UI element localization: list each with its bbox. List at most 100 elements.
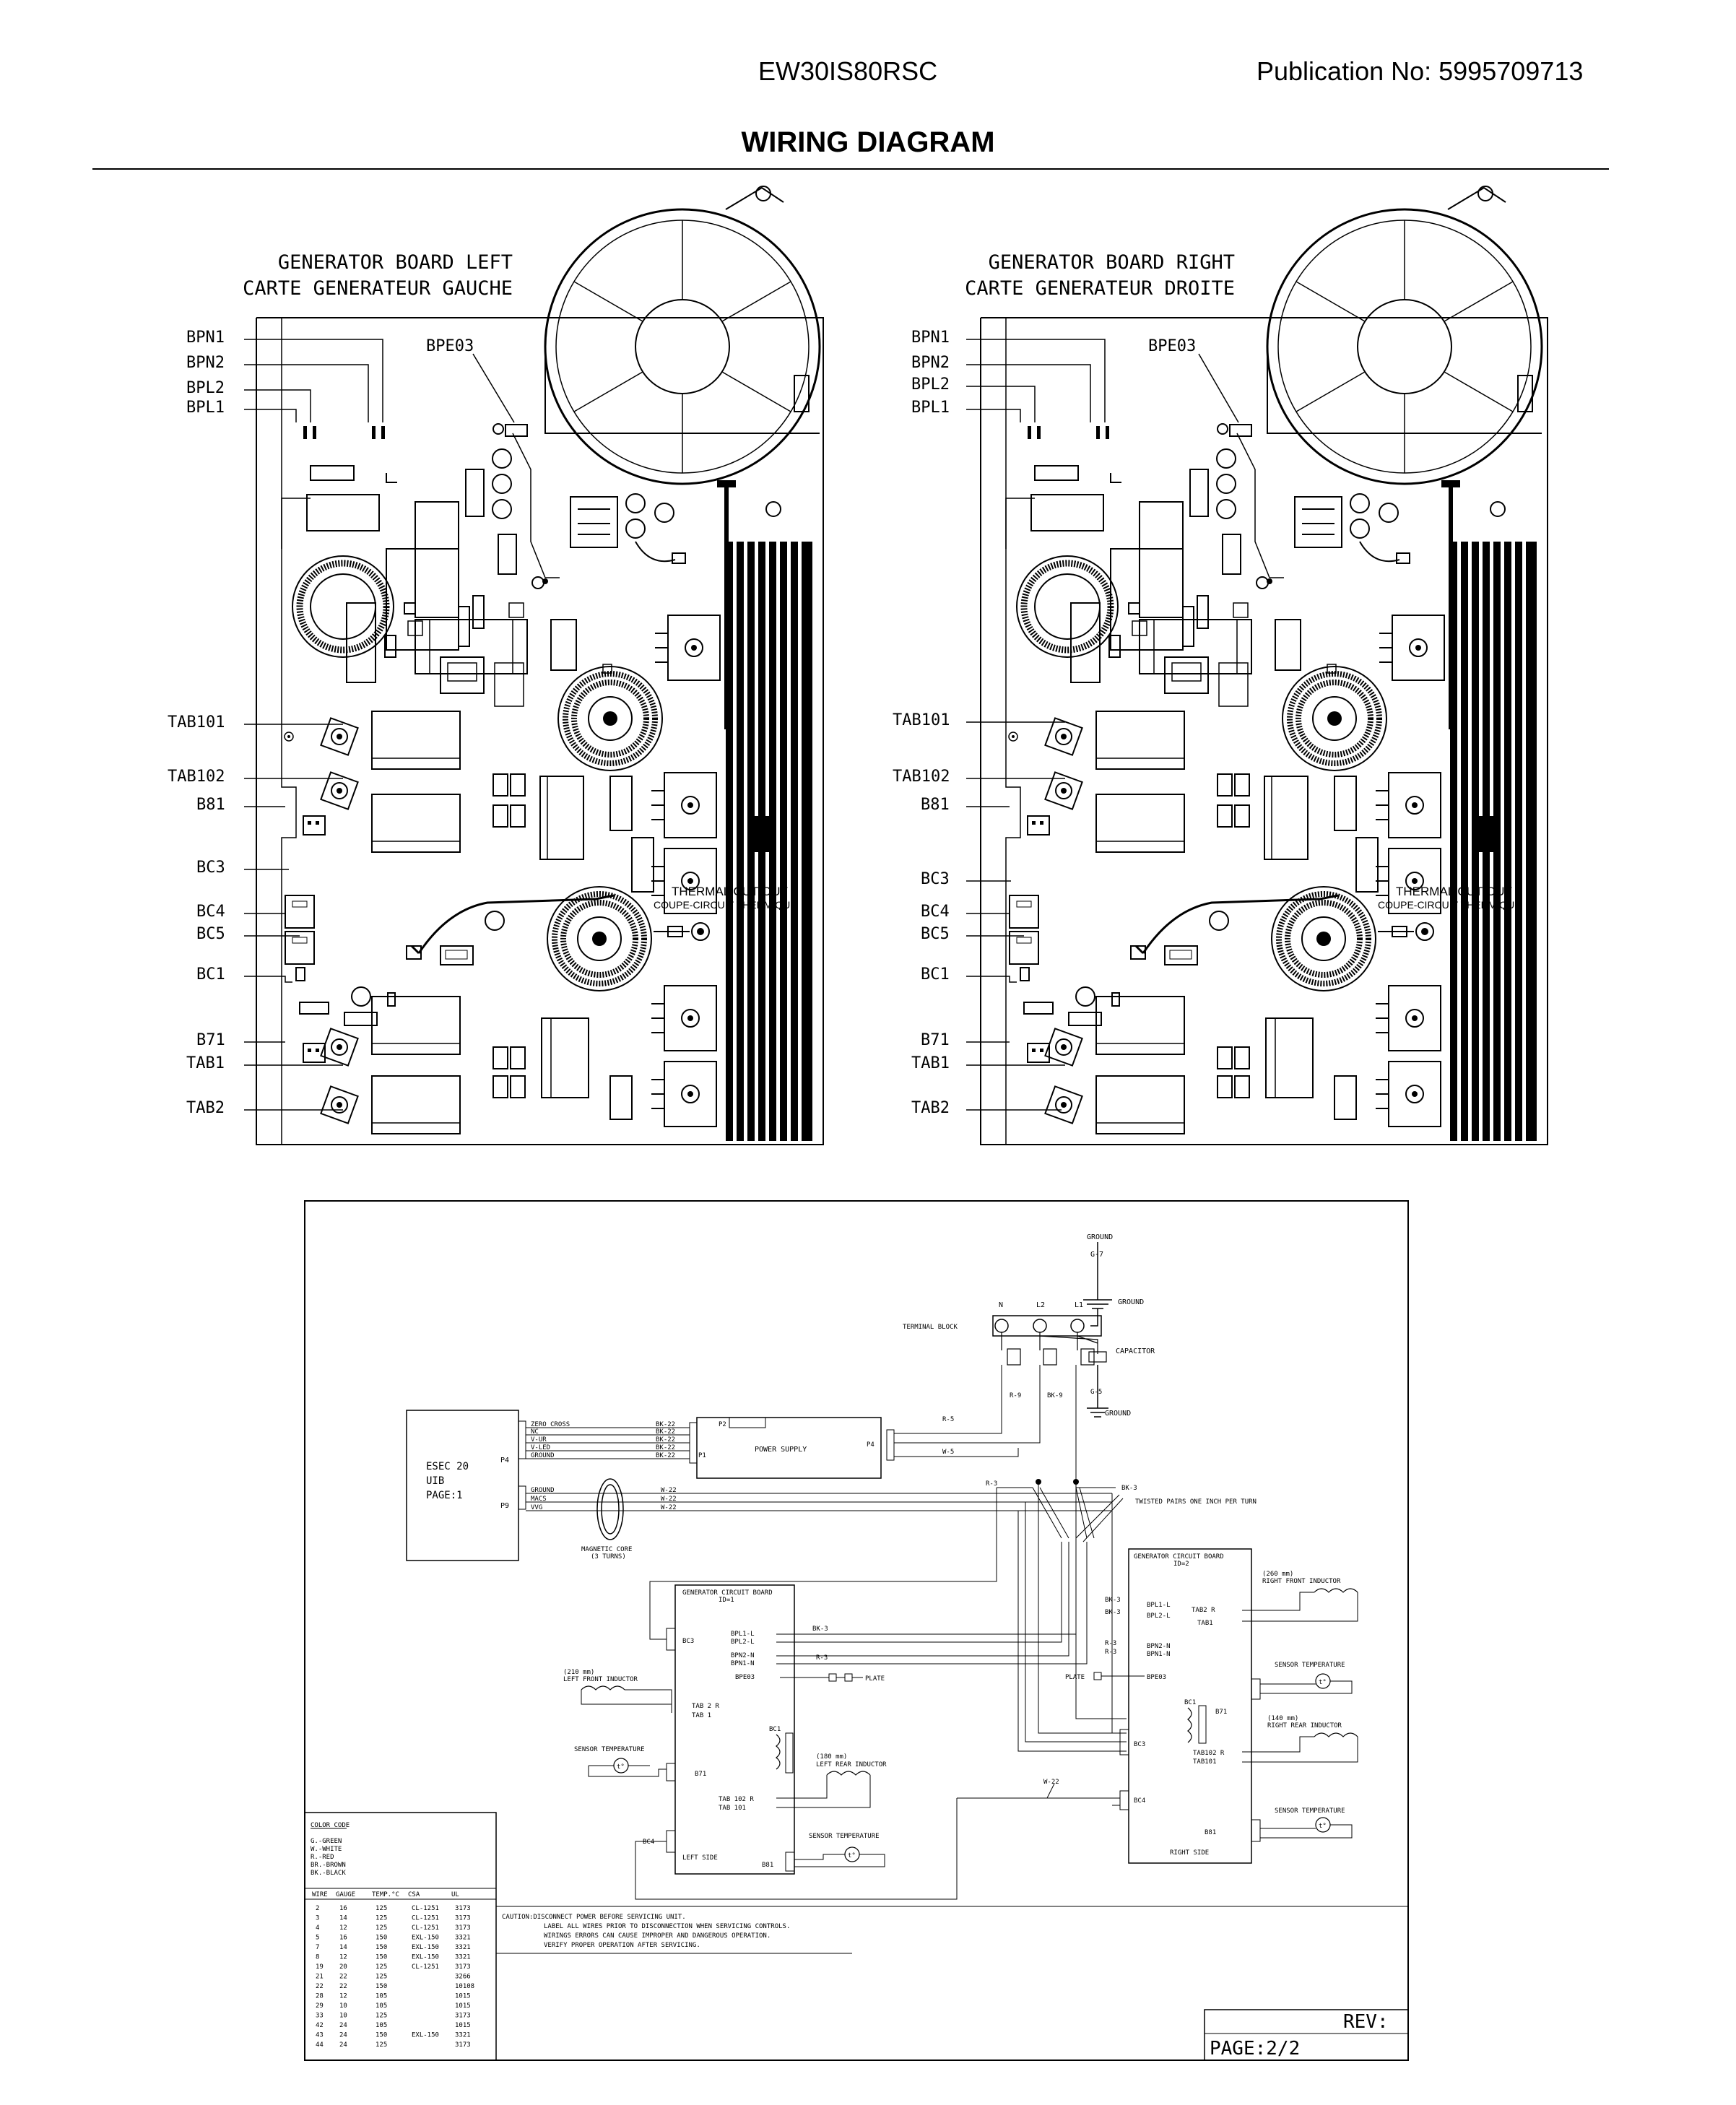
gen1-tab101: TAB 101 [719, 1805, 746, 1812]
wire-table-cell: 20 [339, 1963, 347, 1971]
gen1-pin-4: BPE03 [735, 1674, 755, 1681]
right-label-tab102: TAB102 [893, 768, 950, 786]
ps-p4-label: P4 [867, 1441, 874, 1449]
wire-table-header-cell: TEMP.°C [372, 1891, 399, 1898]
right-label-bpe03: BPE03 [1148, 337, 1196, 355]
gen2-sensor2-symbol: t° [1319, 1823, 1327, 1830]
schematic: GROUND G-7 GROUND N L2 L1 TERMINAL BLOCK… [304, 1200, 1409, 2061]
bk9-label: BK-9 [1047, 1392, 1063, 1399]
color-code-item: BK.-BLACK [311, 1870, 346, 1877]
gen1-tab1: TAB 1 [692, 1712, 711, 1719]
wire-table-cell: 105 [376, 1993, 387, 2000]
left-label-tab102: TAB102 [168, 768, 225, 786]
color-code-item: R.-RED [311, 1854, 334, 1861]
gen1-rear-ind-size: (180 mm) [816, 1753, 847, 1761]
p4-pin-4: GROUND [531, 1452, 555, 1459]
p4-pin-0: ZERO CROSS [531, 1421, 570, 1428]
right-board-title: GENERATOR BOARD RIGHT [989, 251, 1235, 274]
r5-label: R-5 [942, 1416, 954, 1423]
p4-wire-1: BK-22 [656, 1428, 675, 1436]
left-label-b81: B81 [196, 796, 225, 814]
gen1-sensor2-symbol: t° [848, 1852, 856, 1859]
wire-table-cell: 125 [376, 1963, 387, 1971]
right-label-thermal: THERMAL CUT-OUT [1396, 885, 1512, 898]
gen1-bc3: BC3 [682, 1638, 694, 1645]
wire-table-cell: 3173 [455, 1963, 471, 1971]
wire-table-cell: 125 [376, 2041, 387, 2049]
p9-pin-1: MACS [531, 1496, 547, 1503]
wire-table-cell: CL-1251 [412, 1924, 439, 1932]
gen1-left-side: LEFT SIDE [682, 1854, 718, 1862]
right-label-bpl2: BPL2 [911, 376, 950, 394]
right-label-thermal-fr: COUPE-CIRCUIT THERMIQUE [1378, 899, 1522, 911]
p4-wire-2: BK-22 [656, 1436, 675, 1444]
ps-p2-label: P2 [719, 1421, 726, 1428]
gen2-r3a: R-3 [1105, 1640, 1116, 1647]
left-label-b71: B71 [196, 1031, 225, 1049]
p4-wire-3: BK-22 [656, 1444, 675, 1451]
p4-wire-0: BK-22 [656, 1421, 675, 1428]
gen1-id: ID=1 [719, 1597, 734, 1604]
left-label-bc4: BC4 [196, 903, 225, 921]
wire-table-cell: 3173 [455, 2041, 471, 2049]
wire-table-cell: 150 [376, 1935, 387, 1942]
wire-table-cell: 3173 [455, 2013, 471, 2020]
wire-table-cell: 150 [376, 1954, 387, 1961]
gen2-bpl1: BPL1-L [1147, 1602, 1171, 1609]
page-number: PAGE:2/2 [1210, 2038, 1300, 2060]
wire-table-cell: 3321 [455, 1935, 471, 1942]
gen1-sensor-symbol: t° [617, 1763, 625, 1771]
wire-table-cell: 5 [316, 1935, 319, 1942]
color-code-item: W.-WHITE [311, 1846, 342, 1853]
gen2-bc1: BC1 [1184, 1699, 1196, 1706]
wire-table-cell: 125 [376, 2013, 387, 2020]
right-board-drawing: GENERATOR BOARD RIGHT CARTE GENERATEUR D… [893, 185, 1548, 1145]
wire-table-cell: 44 [316, 2041, 324, 2049]
wire-table-cell: 16 [339, 1935, 347, 1942]
wire-table-cell: EXL-150 [412, 1935, 439, 1942]
wire-table-cell: 125 [376, 1905, 387, 1912]
gen1-front-ind-size: (210 mm) [563, 1669, 594, 1676]
gen1-sensor2-label: SENSOR TEMPERATURE [809, 1833, 880, 1840]
wire-table-cell: 43 [316, 2032, 324, 2039]
wire-table-cell: 19 [316, 1963, 324, 1971]
right-label-bc1: BC1 [921, 965, 950, 984]
gen1-tab2r: TAB 2 R [692, 1703, 720, 1710]
left-label-bpn2: BPN2 [186, 354, 225, 372]
gen2-title: GENERATOR CIRCUIT BOARD [1134, 1553, 1224, 1561]
left-label-bpl2: BPL2 [186, 379, 225, 397]
wire-table-cell: 24 [339, 2041, 347, 2049]
w5-label: W-5 [942, 1449, 954, 1456]
page-title: WIRING DIAGRAM [741, 126, 995, 158]
n-label: N [999, 1301, 1003, 1309]
header-rule [92, 168, 1609, 170]
esec-line-1: ESEC 20 [426, 1461, 469, 1472]
left-label-tab101: TAB101 [168, 713, 225, 732]
left-label-bpn1: BPN1 [186, 329, 225, 347]
l2-label: L2 [1036, 1301, 1045, 1309]
twisted-label: TWISTED PAIRS ONE INCH PER TURN [1135, 1498, 1257, 1506]
g7-label: G-7 [1090, 1251, 1103, 1259]
left-board-title: GENERATOR BOARD LEFT [278, 251, 513, 274]
p4-pin-3: V-LED [531, 1444, 550, 1451]
r9-label: R-9 [1010, 1392, 1021, 1399]
left-label-bpe03: BPE03 [426, 337, 474, 355]
wire-table-cell: 3321 [455, 2032, 471, 2039]
gen2-rear-ind-size: (140 mm) [1267, 1715, 1298, 1722]
left-label-thermal-fr: COUPE-CIRCUIT THERMIQUE [654, 899, 797, 911]
gen2-bpn2: BPN2-N [1147, 1643, 1171, 1650]
gen2-b71: B71 [1215, 1709, 1227, 1716]
gen1-bc1: BC1 [769, 1726, 781, 1733]
wire-table-cell: 125 [376, 1974, 387, 1981]
gen2-bpl2: BPL2-L [1147, 1613, 1171, 1620]
left-board-drawing: GENERATOR BOARD LEFT CARTE GENERATEUR GA… [168, 185, 823, 1145]
gen2-bc3: BC3 [1134, 1741, 1145, 1748]
wire-table-cell: 3266 [455, 1974, 471, 1981]
gen1-title: GENERATOR CIRCUIT BOARD [682, 1589, 773, 1597]
wire-table-cell: EXL-150 [412, 2032, 439, 2039]
wire-table-cell: 2 [316, 1905, 319, 1912]
caution-line-4: VERIFY PROPER OPERATION AFTER SERVICING. [544, 1942, 700, 1949]
